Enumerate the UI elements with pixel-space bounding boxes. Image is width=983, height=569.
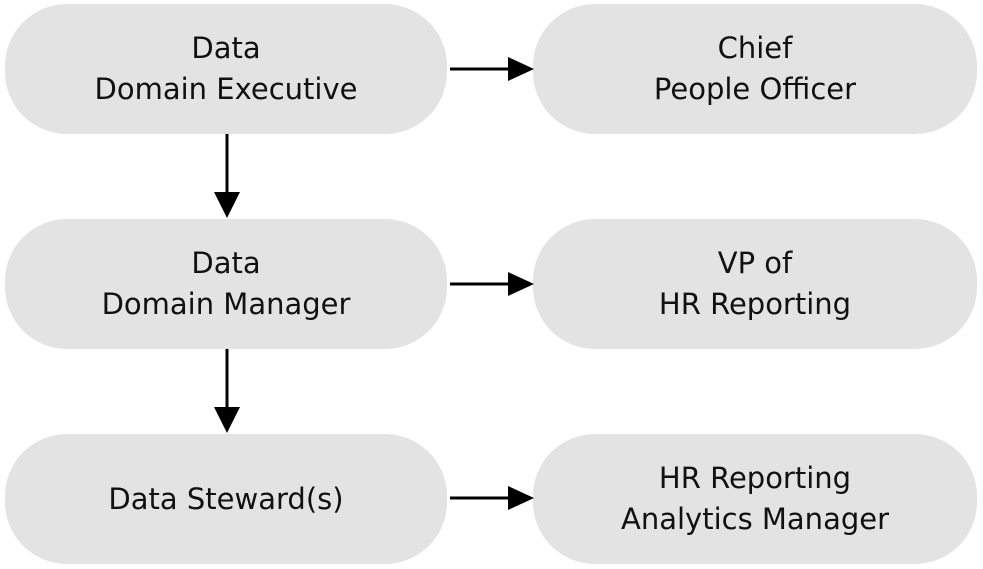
node-label-line2: Analytics Manager xyxy=(620,502,890,536)
node-label-line1: Data xyxy=(191,246,261,280)
node-vp-hr-reporting: VP of HR Reporting xyxy=(533,219,977,349)
node-data-stewards: Data Steward(s) xyxy=(5,434,447,564)
arrow-steward-to-analytics-manager xyxy=(450,486,534,510)
node-label-line2: Domain Executive xyxy=(94,72,358,106)
arrow-executive-to-manager xyxy=(214,134,240,218)
node-data-domain-manager: Data Domain Manager xyxy=(5,219,447,349)
arrow-manager-to-vp xyxy=(450,272,534,296)
node-hr-reporting-analytics-manager: HR Reporting Analytics Manager xyxy=(533,434,977,564)
node-label-line2: People Officer xyxy=(653,72,857,106)
node-label-line1: Data xyxy=(191,31,261,65)
node-label-line1: HR Reporting xyxy=(658,461,852,495)
node-label-line1: VP of xyxy=(717,246,793,280)
node-label-line1: Data Steward(s) xyxy=(108,481,344,516)
node-label-line2: Domain Manager xyxy=(101,287,351,321)
node-data-domain-executive: Data Domain Executive xyxy=(5,4,447,134)
node-chief-people-officer: Chief People Officer xyxy=(533,4,977,134)
arrow-manager-to-steward xyxy=(214,349,240,433)
arrow-executive-to-cpo xyxy=(450,57,534,81)
node-label-line2: HR Reporting xyxy=(658,287,852,321)
node-label-line1: Chief xyxy=(717,31,793,65)
